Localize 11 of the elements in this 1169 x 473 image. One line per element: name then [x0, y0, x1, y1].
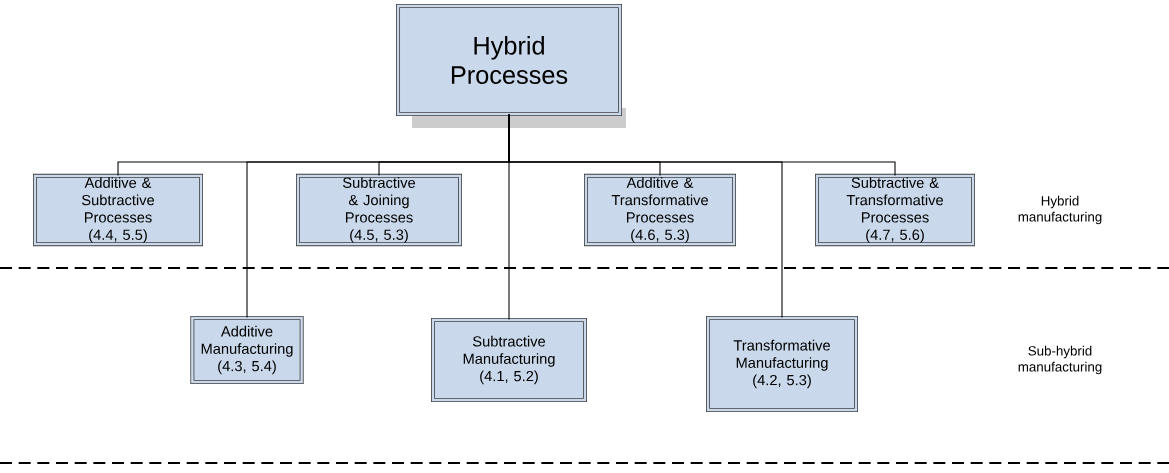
process-box: Additive Manufacturing (4.3, 5.4)	[190, 316, 304, 384]
process-box: Additive & Subtractive Processes (4.4, 5.5)	[33, 173, 203, 247]
level-label: Sub-hybrid manufacturing	[1018, 345, 1102, 375]
process-box: Transformative Manufacturing (4.2, 5.3)	[706, 316, 858, 412]
title-box: Hybrid Processes	[396, 4, 626, 128]
process-box: Subtractive & Transformative Processes (4.7, 5.6)	[815, 173, 975, 247]
connector-line	[508, 113, 783, 319]
process-box: Subtractive & Joining Processes (4.5, 5.3)	[296, 173, 462, 247]
process-box: Additive & Transformative Processes (4.6, 5.3)	[584, 173, 736, 247]
process-box: Subtractive Manufacturing (4.1, 5.2)	[431, 318, 587, 402]
level-label: Hybrid manufacturing	[1018, 195, 1102, 225]
